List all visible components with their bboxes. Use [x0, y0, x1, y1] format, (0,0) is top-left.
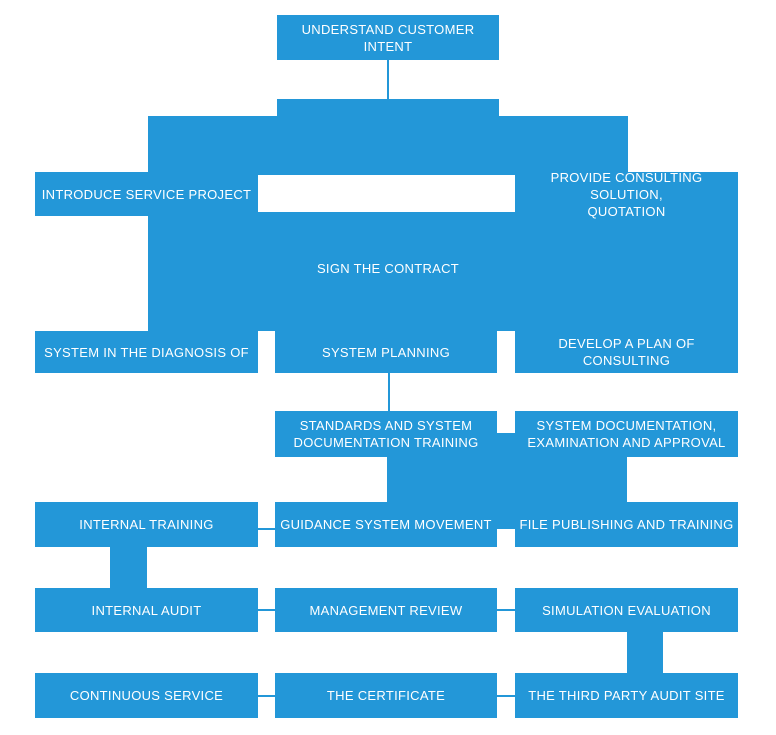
connector-audit-to-management-line — [258, 609, 275, 611]
connector-standards-row-to-guidance-row — [387, 457, 627, 502]
node-third-party-audit-site: THE THIRD PARTY AUDIT SITE — [515, 673, 738, 718]
node-system-diagnosis: SYSTEM IN THE DIAGNOSIS OF — [35, 331, 258, 373]
node-system-documentation-approval: SYSTEM DOCUMENTATION, EXAMINATION AND AP… — [515, 411, 738, 457]
connector-guidance-to-file-bridge — [497, 502, 515, 529]
node-standards-documentation-training: STANDARDS AND SYSTEM DOCUMENTATION TRAIN… — [275, 411, 497, 457]
connector-training-to-audit — [110, 547, 147, 588]
node-guidance-system-movement: GUIDANCE SYSTEM MOVEMENT — [275, 502, 497, 547]
connector-standards-to-sysdoc-bridge — [497, 433, 515, 457]
connector-management-to-simulation-line — [497, 609, 515, 611]
node-internal-audit: INTERNAL AUDIT — [35, 588, 258, 632]
connector-planning-to-standards — [388, 373, 390, 411]
connector-training-to-guidance-line — [258, 528, 275, 530]
node-the-certificate: THE CERTIFICATE — [275, 673, 497, 718]
node-continuous-service: CONTINUOUS SERVICE — [35, 673, 258, 718]
node-internal-training: INTERNAL TRAINING — [35, 502, 258, 547]
label-sign-the-contract: SIGN THE CONTRACT — [316, 260, 460, 276]
block-central-contract-area — [148, 116, 628, 331]
node-simulation-evaluation: SIMULATION EVALUATION — [515, 588, 738, 632]
node-develop-plan-of-consulting: DEVELOP A PLAN OF CONSULTING — [515, 331, 738, 373]
node-understand-customer-intent: UNDERSTAND CUSTOMER INTENT — [277, 15, 499, 60]
node-introduce-service-project: INTRODUCE SERVICE PROJECT — [35, 172, 258, 216]
connector-continuous-to-certificate-line — [258, 695, 275, 697]
connector-provide-to-develop — [628, 217, 738, 331]
connector-simulation-to-third-party — [627, 632, 663, 673]
connector-certificate-to-third-party-line — [497, 695, 515, 697]
node-system-planning: SYSTEM PLANNING — [275, 331, 497, 373]
placeholder-empty-box — [258, 175, 516, 212]
node-provide-consulting-solution: PROVIDE CONSULTING SOLUTION, QUOTATION — [515, 170, 738, 219]
node-file-publishing-training: FILE PUBLISHING AND TRAINING — [515, 502, 738, 547]
connector-understand-to-customer-visit — [387, 60, 389, 99]
node-management-review: MANAGEMENT REVIEW — [275, 588, 497, 632]
